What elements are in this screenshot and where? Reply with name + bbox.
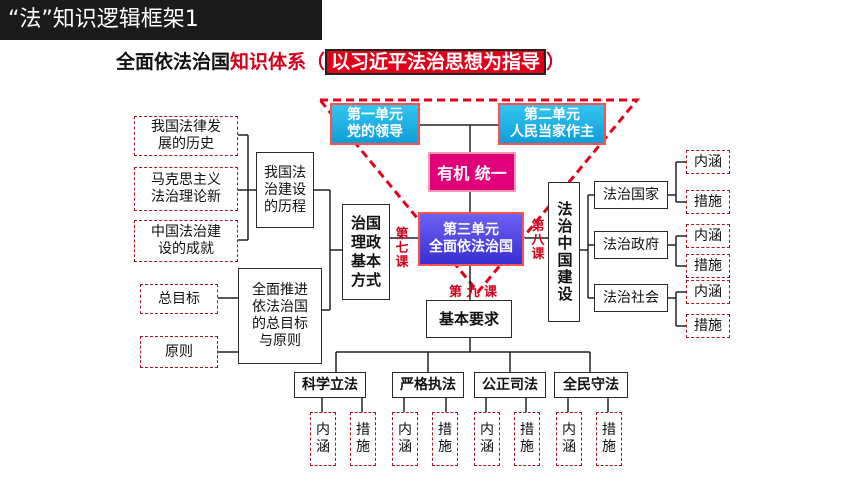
rule-of-law-china-box: 法治中国建设 (548, 182, 580, 322)
history-item-2: 马克思主义 法治理论新 (134, 167, 238, 211)
organic-unity-box: 有机 统一 (428, 152, 516, 192)
right-sub-3b: 措施 (686, 314, 730, 338)
bottom-sub-2b: 措 施 (432, 412, 458, 466)
bottom-sub-1a: 内 涵 (310, 412, 336, 466)
right-sub-1a: 内涵 (686, 150, 730, 174)
right-item-3: 法治社会 (594, 284, 668, 312)
right-item-1: 法治国家 (594, 181, 668, 209)
goal-item-1: 总目标 (140, 284, 218, 314)
bottom-sub-3a: 内 涵 (474, 412, 500, 466)
right-sub-2b: 措施 (686, 254, 730, 278)
right-sub-1b: 措施 (686, 190, 730, 214)
heading-part1: 全面依法治国 (116, 51, 231, 73)
page-heading: 全面依法治国知识体系（以习近平法治思想为指导） (116, 46, 736, 78)
heading-highlight: 以习近平法治思想为指导 (325, 49, 547, 75)
goal-item-2: 原则 (140, 336, 218, 368)
slide-title: “法”知识逻辑框架1 (0, 0, 322, 40)
bottom-sub-2a: 内 涵 (392, 412, 418, 466)
governance-mode-box: 治国 理政 基本 方式 (342, 204, 390, 300)
right-sub-2a: 内涵 (686, 224, 730, 248)
goal-principle-box: 全面推进 依法治国 的总目标 与原则 (238, 268, 322, 364)
history-item-3: 中国法治建 设的成就 (134, 220, 238, 262)
lesson-seven-label: 第 七 课 (395, 227, 409, 270)
lesson-eight-label: 第 八 课 (531, 219, 545, 262)
lesson-nine-label: 第 九 课 (448, 285, 498, 300)
bottom-sub-4a: 内 涵 (556, 412, 582, 466)
history-item-1: 我国法律发 展的历史 (134, 116, 238, 156)
bottom-item-2: 严格执法 (392, 372, 464, 398)
bottom-item-1: 科学立法 (294, 372, 366, 398)
heading-part2: 知识体系（ (230, 51, 326, 73)
unit2-box: 第二单元 人民当家作主 (498, 103, 606, 145)
right-item-2: 法治政府 (594, 231, 668, 259)
bottom-sub-4b: 措 施 (596, 412, 622, 466)
unit1-box: 第一单元 党的领导 (330, 103, 420, 145)
dashed-triangle (316, 98, 641, 295)
bottom-item-3: 公正司法 (474, 372, 546, 398)
unit3-box: 第三单元 全面依法治国 (418, 212, 524, 266)
bottom-sub-3b: 措 施 (514, 412, 540, 466)
heading-part3: ） (546, 51, 566, 73)
history-box: 我国法 治建设 的历程 (256, 152, 314, 228)
right-sub-3a: 内涵 (686, 280, 730, 304)
bottom-sub-1b: 措 施 (350, 412, 376, 466)
bottom-item-4: 全民守法 (554, 372, 628, 398)
basic-requirements-box: 基本要求 (426, 300, 512, 338)
